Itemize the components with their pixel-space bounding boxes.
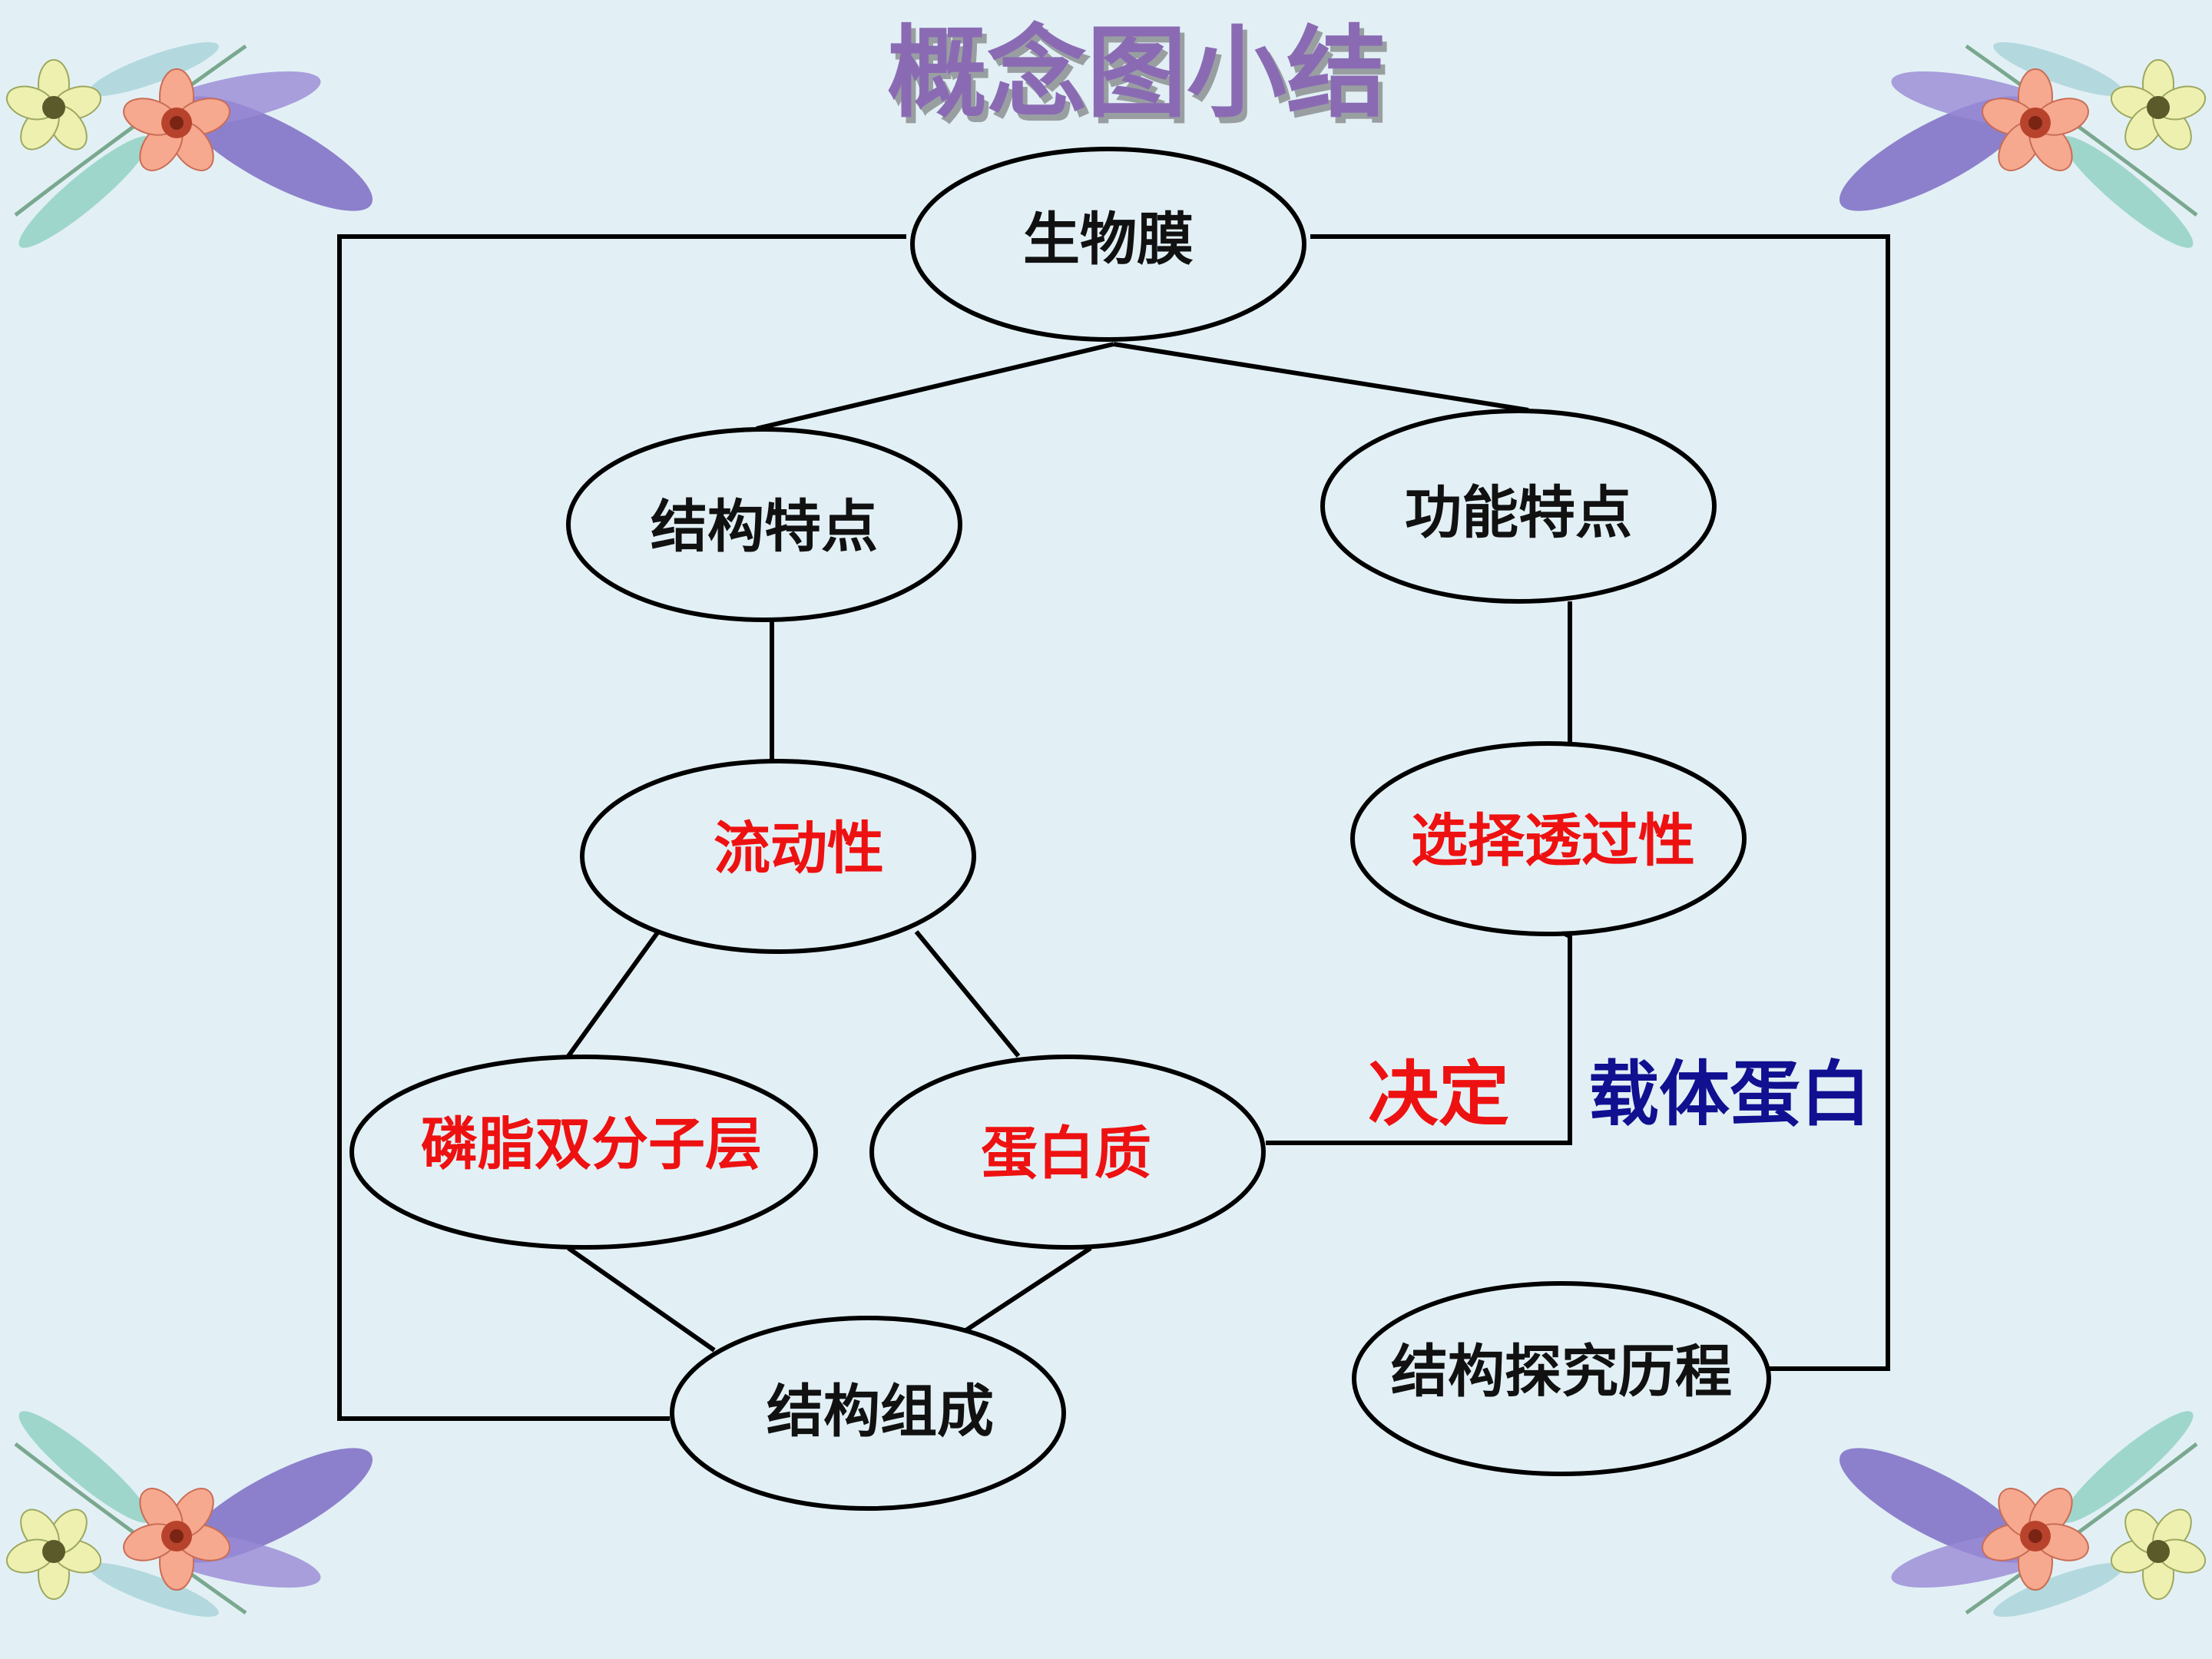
label-carrier-protein: 载体蛋白 bbox=[1588, 1054, 1871, 1136]
connector-membrane-to-function-feature bbox=[1113, 342, 1529, 412]
connector-lines bbox=[337, 234, 1890, 1421]
node-membrane bbox=[910, 147, 1306, 342]
connector-fluidity-to-bilayer bbox=[566, 930, 661, 1058]
node-membrane-label: 生物膜 bbox=[1023, 207, 1194, 273]
connector-membrane-to-history bbox=[1310, 234, 1890, 1371]
node-protein bbox=[869, 1055, 1266, 1250]
node-function-feature bbox=[1320, 409, 1717, 604]
page-title-shadow: 概念图小结 bbox=[892, 21, 1391, 137]
node-exploration-history bbox=[1352, 1281, 1771, 1476]
node-structure-feature bbox=[566, 427, 962, 622]
node-selective-permeability bbox=[1350, 741, 1747, 936]
arrow-protein-determines-permeability bbox=[1266, 932, 1572, 1145]
node-exploration-history-label: 结构探究历程 bbox=[1391, 1339, 1732, 1405]
page-title: 概念图小结 bbox=[887, 15, 1386, 131]
node-fluidity bbox=[580, 759, 976, 954]
node-phospholipid-bilayer-label: 磷脂双分子层 bbox=[421, 1111, 762, 1177]
node-structure-feature-label: 结构特点 bbox=[651, 494, 878, 560]
node-phospholipid-bilayer bbox=[349, 1055, 818, 1250]
connector-membrane-to-composition bbox=[337, 234, 906, 1421]
connector-protein-to-composition bbox=[959, 1246, 1092, 1336]
node-structure-composition bbox=[670, 1316, 1066, 1511]
node-fluidity-label: 流动性 bbox=[714, 816, 884, 882]
connector-membrane-to-structure-feature bbox=[756, 342, 1114, 431]
node-protein-label: 蛋白质 bbox=[981, 1121, 1151, 1187]
node-selective-permeability-label: 选择透过性 bbox=[1411, 808, 1695, 874]
label-determines: 决定 bbox=[1368, 1054, 1509, 1136]
node-function-feature-label: 功能特点 bbox=[1405, 480, 1632, 546]
connector-bilayer-to-composition bbox=[567, 1246, 716, 1353]
connector-fluidity-to-protein bbox=[914, 930, 1021, 1058]
node-structure-composition-label: 结构组成 bbox=[767, 1379, 994, 1445]
